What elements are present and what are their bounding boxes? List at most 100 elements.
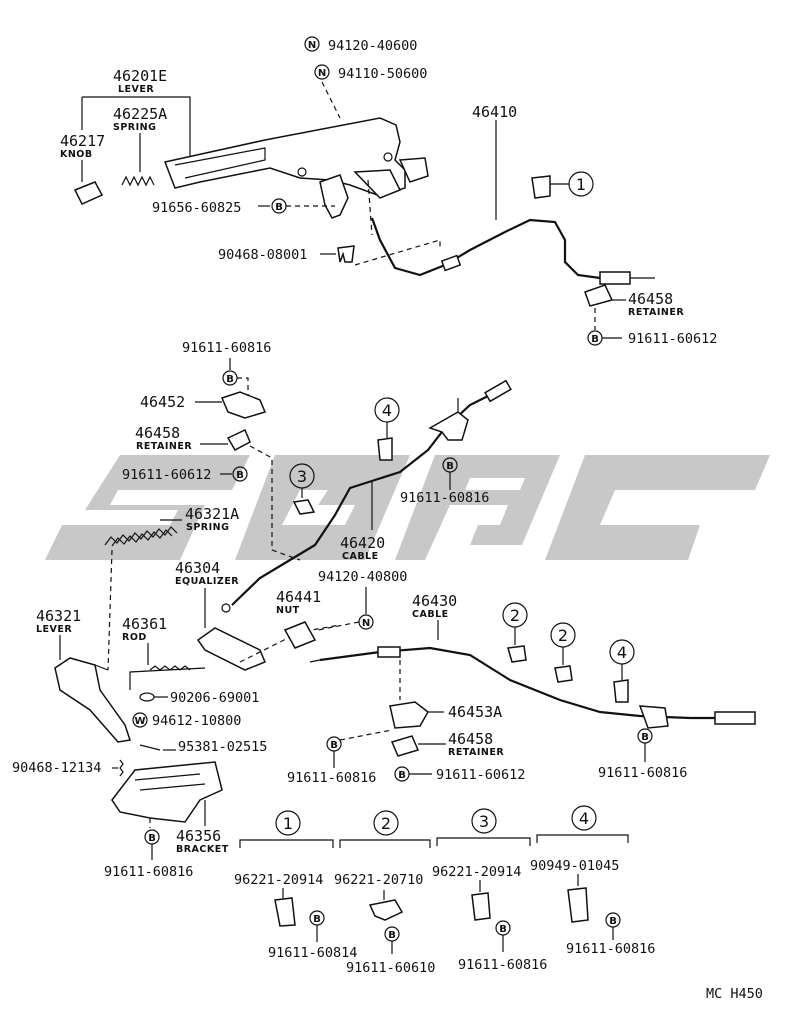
label-46201E: 46201E [113, 67, 167, 85]
label-94120-40800: 94120-40800 [318, 569, 407, 585]
label-nut: NUT [276, 605, 300, 616]
label-91611-60816-c: 91611-60816 [287, 770, 376, 786]
label-cable-46420: CABLE [342, 551, 379, 562]
label-46321A: 46321A [185, 505, 239, 523]
nut-46441 [283, 621, 317, 649]
cable-46410-group: 46410 1 46458 RETAINER B 91611-60612 [370, 103, 717, 347]
b-symbol: B [609, 916, 617, 927]
knob-part [73, 181, 104, 205]
label-46361: 46361 [122, 615, 167, 633]
kits-group: 1 96221-20914 B 91611-60814 2 96221-2071… [234, 805, 655, 976]
label-46458-mid: 46458 [135, 424, 180, 442]
cable-46430-group: 46430 CABLE 2 2 4 46453A 46458 RETAINER … [287, 592, 756, 786]
bracket-46356-part [111, 761, 223, 823]
label-lever-top: LEVER [118, 84, 154, 95]
spring-46321A [104, 526, 178, 546]
kit-4-number: 4 [579, 809, 589, 828]
n-symbol: N [362, 618, 370, 629]
label-46321: 46321 [36, 607, 81, 625]
kit-3-bolt: 91611-60816 [458, 957, 547, 973]
bracket-46452 [220, 391, 267, 419]
clamp-4-b [613, 679, 629, 703]
b-symbol: B [641, 732, 649, 743]
kit-1-clamp-part [274, 897, 296, 927]
clip-90468-08001 [337, 245, 355, 263]
label-rod: ROD [122, 632, 147, 643]
label-spring-mid: SPRING [186, 522, 229, 533]
label-46356: 46356 [176, 827, 221, 845]
cable-46420-group: 46420 CABLE 4 B 91611-60816 3 94120-4080… [221, 379, 512, 649]
clamp-1-part [531, 175, 551, 199]
watermark-logo [45, 455, 770, 560]
n-symbol-1-text: N [308, 40, 316, 51]
label-46441: 46441 [276, 588, 321, 606]
n-symbol-2-text: N [318, 68, 326, 79]
retainer-46458-low [390, 735, 420, 757]
label-91611-60816-d: 91611-60816 [598, 765, 687, 781]
label-46225A: 46225A [113, 105, 167, 123]
callout-1-text: 1 [576, 175, 586, 194]
label-46410: 46410 [472, 103, 517, 121]
label-94612-10800: 94612-10800 [152, 713, 241, 729]
kit-3: 3 96221-20914 B 91611-60816 [432, 808, 547, 973]
label-91656-60825: 91656-60825 [152, 200, 241, 216]
label-94120-40600: 94120-40600 [328, 38, 417, 54]
b-symbol: B [313, 914, 321, 925]
clamp-2-b [554, 665, 573, 683]
kit-3-clamp: 96221-20914 [432, 864, 521, 880]
b-symbol: B [591, 334, 599, 345]
kit-2-bolt: 91611-60610 [346, 960, 435, 976]
label-bracket: BRACKET [176, 844, 229, 855]
middle-left-group: 91611-60816 B 46452 46458 RETAINER 91611… [12, 340, 341, 880]
b-symbol: B [226, 374, 234, 385]
rod-part [129, 667, 206, 690]
kit-1-bolt: 91611-60814 [268, 945, 357, 961]
callout-2-b-text: 2 [558, 626, 568, 645]
retainer-46458-top [584, 284, 614, 307]
equalizer-part [196, 627, 266, 671]
kit-2-number: 2 [381, 814, 391, 833]
kit-4-clamp: 90949-01045 [530, 858, 619, 874]
diagram-code: MC H450 [706, 986, 763, 1002]
label-91611-60816-b: 91611-60816 [400, 490, 489, 506]
clamp-4-a [377, 437, 393, 461]
label-91611-60612-low: 91611-60612 [436, 767, 525, 783]
label-91611-60816-a: 91611-60816 [182, 340, 271, 356]
rear-lever-part [54, 657, 131, 743]
label-knob: KNOB [60, 149, 93, 160]
label-91611-60612-top: 91611-60612 [628, 331, 717, 347]
label-46458-low: 46458 [448, 730, 493, 748]
kit-4: 4 90949-01045 B 91611-60816 [530, 805, 655, 957]
label-equalizer: EQUALIZER [175, 576, 239, 587]
label-retainer-low: RETAINER [448, 747, 504, 758]
callout-2-a-text: 2 [510, 606, 520, 625]
label-91611-60816-e: 91611-60816 [104, 864, 193, 880]
n-symbol-1 [304, 36, 320, 52]
callout-4-b-text: 4 [617, 643, 627, 662]
top-lever-group: N 94120-40600 N 94110-50600 46201E LEVER… [60, 36, 441, 266]
label-retainer-mid: RETAINER [136, 441, 192, 452]
spring-part [121, 175, 155, 187]
kit-4-bolt: 91611-60816 [566, 941, 655, 957]
kit-3-number: 3 [479, 812, 489, 831]
label-90206-69001: 90206-69001 [170, 690, 259, 706]
kit-1-clamp: 96221-20914 [234, 872, 323, 888]
kit-2: 2 96221-20710 B 91611-60610 [334, 810, 435, 976]
w-symbol: W [134, 716, 145, 727]
bracket-46453A [389, 701, 429, 729]
b-symbol: B [236, 470, 244, 481]
b-symbol: B [330, 740, 338, 751]
n-symbol-2 [314, 64, 330, 80]
clamp-2-a [507, 645, 527, 663]
label-lever-rear: LEVER [36, 624, 72, 635]
label-90468-08001: 90468-08001 [218, 247, 307, 263]
kit-2-clamp-part [368, 899, 404, 921]
kit-4-clamp-part [567, 887, 589, 923]
label-46453A: 46453A [448, 703, 502, 721]
label-46304: 46304 [175, 559, 220, 577]
label-90468-12134: 90468-12134 [12, 760, 101, 776]
b-symbol: B [148, 833, 156, 844]
b-symbol: B [388, 930, 396, 941]
label-46430: 46430 [412, 592, 457, 610]
